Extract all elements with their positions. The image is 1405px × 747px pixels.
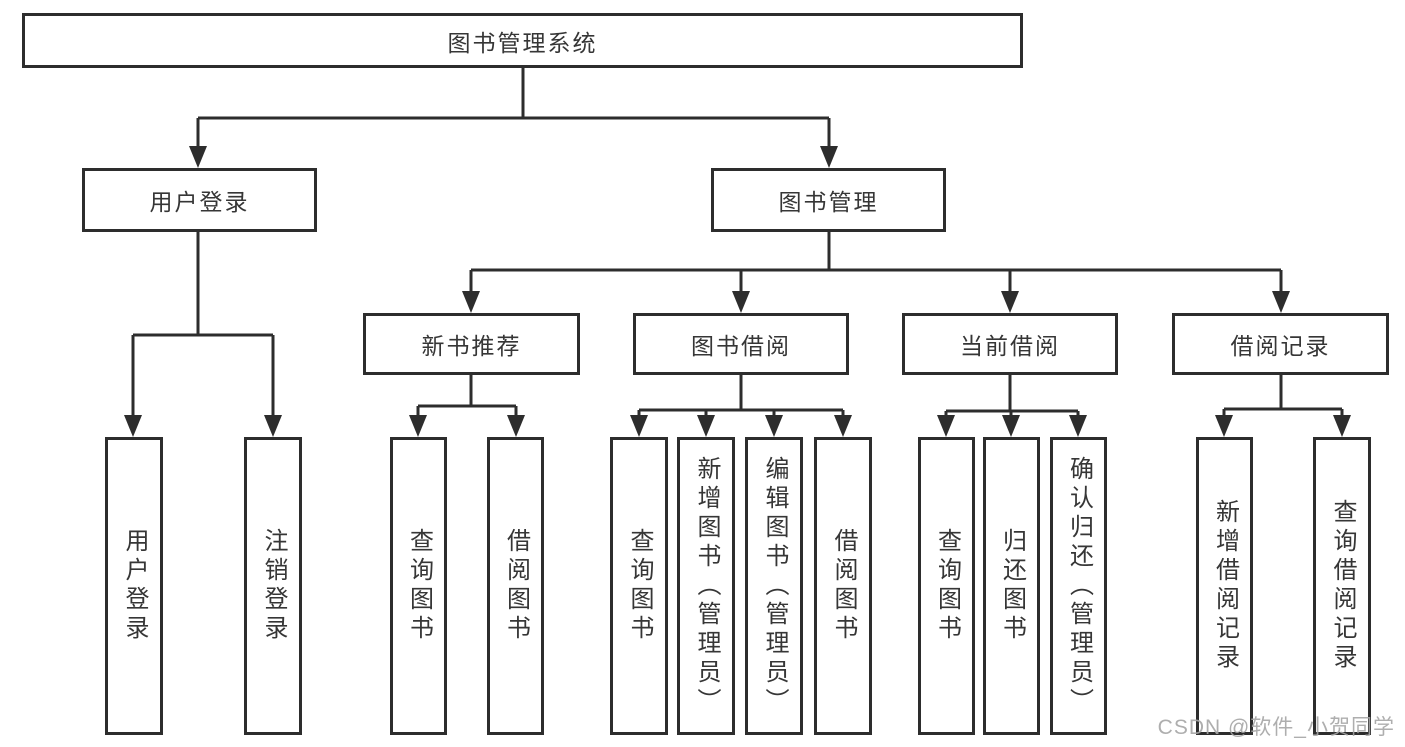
node-label: 借阅图书 bbox=[502, 528, 530, 644]
node-leaf-query-borrow-record: 查询借阅记录 bbox=[1313, 437, 1371, 735]
node-leaf-query-books: 查询图书 bbox=[610, 437, 668, 735]
node-label: 借阅图书 bbox=[830, 528, 857, 644]
node-label: 用户登录 bbox=[149, 189, 250, 215]
node-leaf-return-books: 归还图书 bbox=[983, 437, 1040, 735]
node-label: 注销登录 bbox=[260, 528, 287, 644]
node-label: 归还图书 bbox=[998, 528, 1026, 644]
node-label: 新增借阅记录 bbox=[1211, 499, 1239, 673]
node-borrow-records: 借阅记录 bbox=[1172, 313, 1389, 375]
node-label: 编辑图书（管理员） bbox=[761, 455, 788, 717]
node-label: 用户登录 bbox=[121, 528, 148, 644]
node-root-library-management-system: 图书管理系统 bbox=[22, 13, 1023, 68]
node-leaf-edit-books-admin: 编辑图书（管理员） bbox=[745, 437, 803, 735]
node-leaf-query-books: 查询图书 bbox=[918, 437, 975, 735]
node-leaf-user-login: 用户登录 bbox=[105, 437, 163, 735]
node-leaf-add-books-admin: 新增图书（管理员） bbox=[677, 437, 735, 735]
node-label: 确认归还（管理员） bbox=[1065, 455, 1093, 717]
node-label: 当前借阅 bbox=[960, 333, 1060, 359]
node-leaf-borrow-books: 借阅图书 bbox=[487, 437, 544, 735]
node-book-borrow: 图书借阅 bbox=[633, 313, 849, 375]
node-leaf-borrow-books: 借阅图书 bbox=[814, 437, 872, 735]
node-label: 查询图书 bbox=[933, 528, 961, 644]
arrowheads bbox=[124, 146, 1351, 437]
node-new-book-recommend: 新书推荐 bbox=[363, 313, 580, 375]
node-label: 借阅记录 bbox=[1230, 333, 1331, 359]
node-label: 查询图书 bbox=[626, 528, 653, 644]
node-book-management-group: 图书管理 bbox=[711, 168, 946, 232]
node-label: 新书推荐 bbox=[421, 333, 522, 359]
node-label: 查询图书 bbox=[405, 528, 433, 644]
csdn-watermark: CSDN @软件_小贺同学 bbox=[1157, 716, 1395, 739]
node-current-borrow: 当前借阅 bbox=[902, 313, 1118, 375]
node-leaf-logout: 注销登录 bbox=[244, 437, 302, 735]
node-leaf-query-books: 查询图书 bbox=[390, 437, 447, 735]
node-leaf-add-borrow-record: 新增借阅记录 bbox=[1196, 437, 1253, 735]
node-user-login-group: 用户登录 bbox=[82, 168, 317, 232]
node-leaf-confirm-return-admin: 确认归还（管理员） bbox=[1050, 437, 1107, 735]
node-label: 查询借阅记录 bbox=[1329, 499, 1356, 673]
node-label: 图书管理系统 bbox=[447, 29, 598, 56]
node-label: 图书管理 bbox=[778, 189, 879, 215]
node-label: 图书借阅 bbox=[691, 333, 791, 359]
node-label: 新增图书（管理员） bbox=[693, 455, 720, 717]
